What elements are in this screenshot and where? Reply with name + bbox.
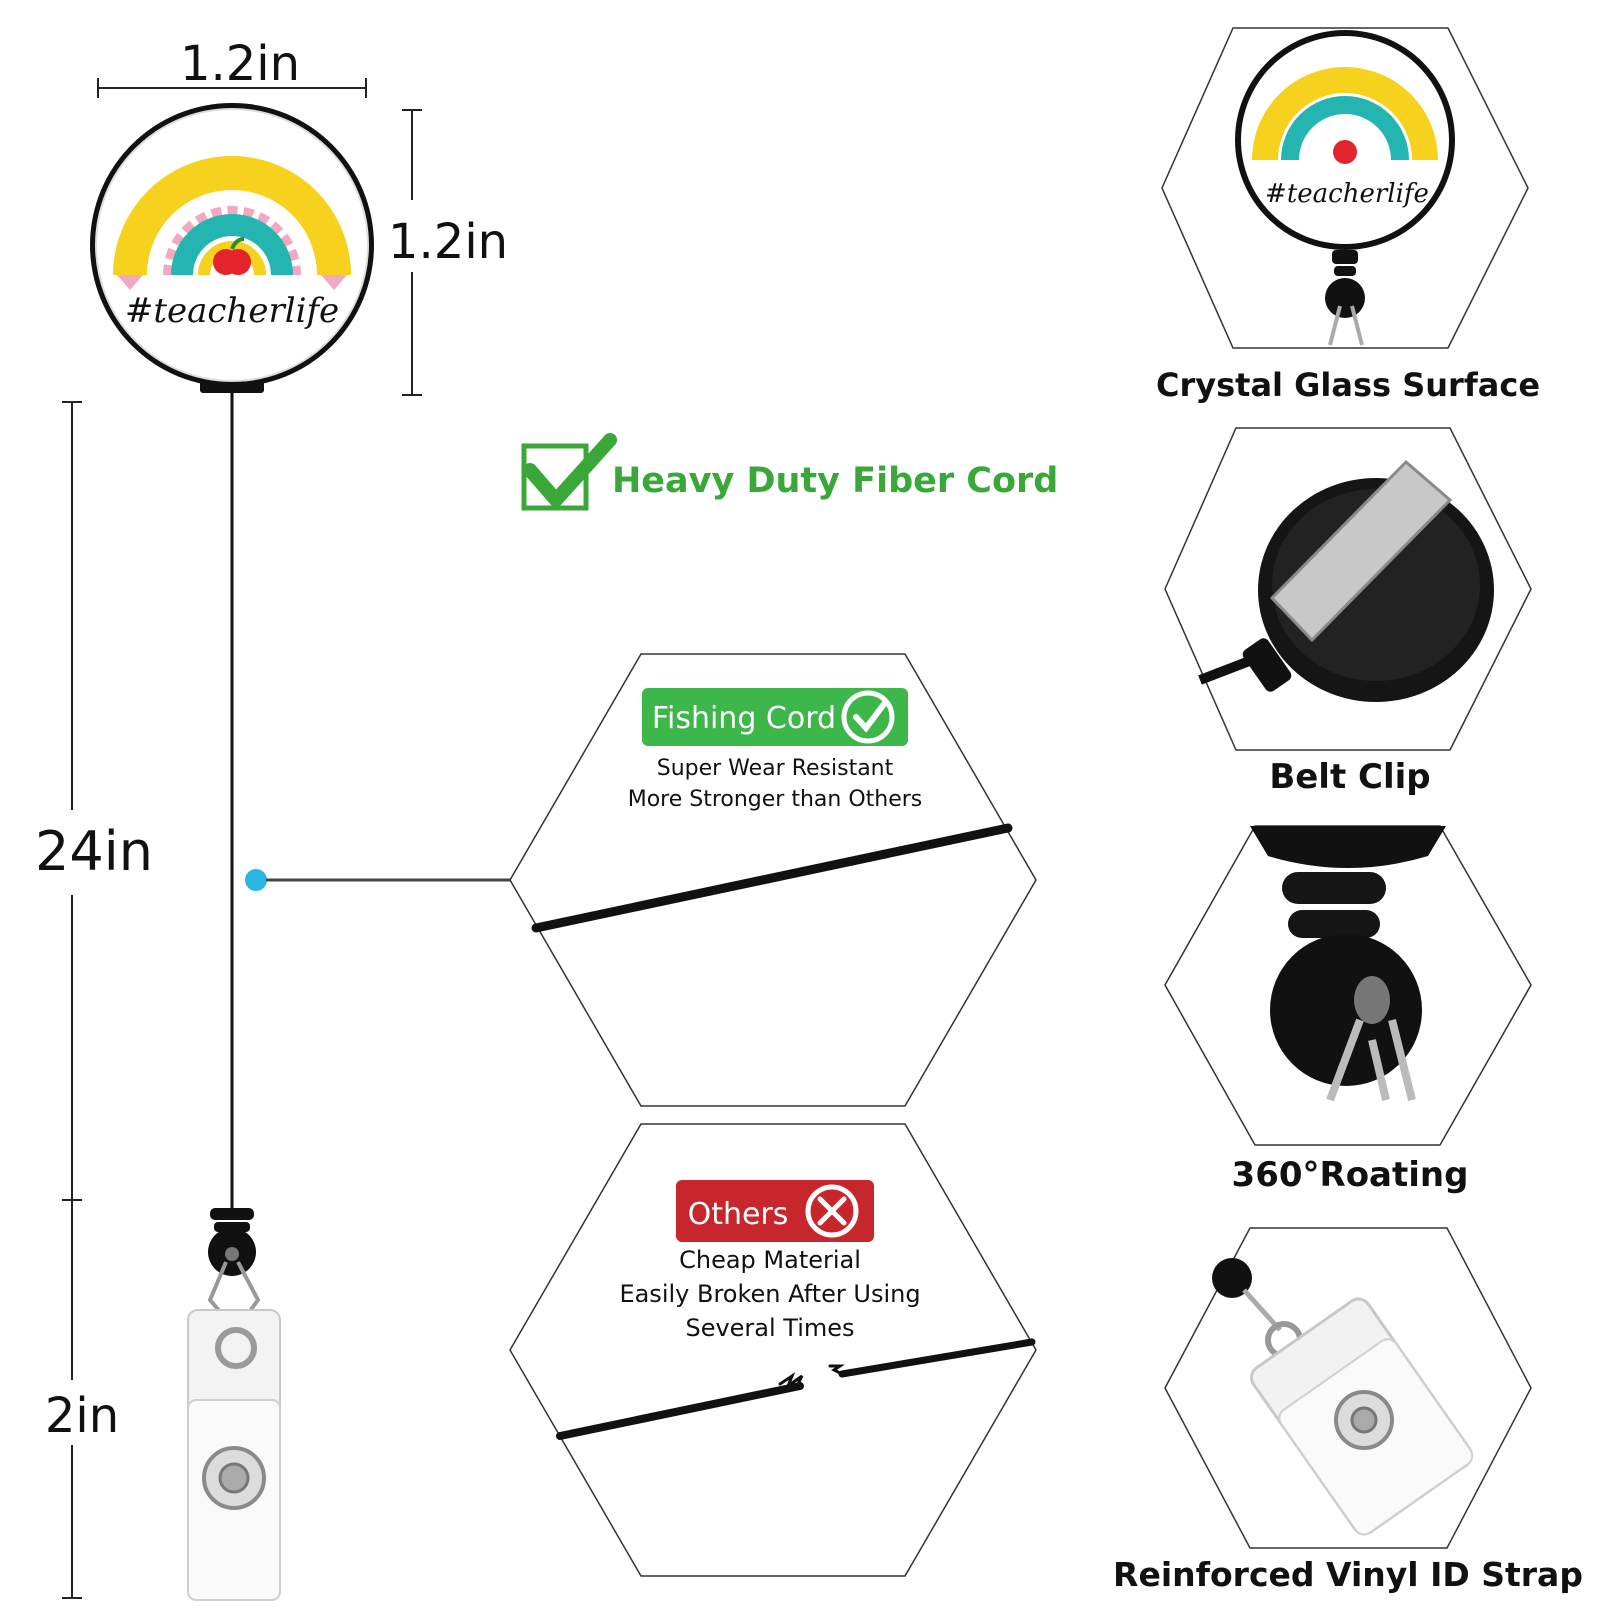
feature-badge-text: #teacherlife xyxy=(1265,179,1429,209)
swivel-connector xyxy=(207,1208,261,1332)
cord-dimension-line xyxy=(62,401,82,1201)
width-dimension-line xyxy=(97,78,367,98)
intact-cord-image xyxy=(531,823,1013,933)
broken-cord-image xyxy=(556,1338,1036,1440)
checkbox-icon xyxy=(521,433,617,511)
height-label: 1.2in xyxy=(388,214,508,270)
others-tag: Others xyxy=(676,1180,874,1242)
swivel-icon xyxy=(1250,826,1446,1102)
feature-caption-swivel: 360°Roating xyxy=(1232,1155,1469,1195)
feature-belt-clip: Belt Clip xyxy=(1164,427,1532,797)
feature-crystal-glass: #teacherlife Crystal Glass Surface xyxy=(1156,27,1540,404)
vinyl-strap xyxy=(187,1309,281,1601)
vinyl-strap-icon xyxy=(1212,1258,1474,1536)
feature-caption-belt-clip: Belt Clip xyxy=(1269,757,1430,797)
apple-icon xyxy=(213,237,251,275)
others-panel: Others Cheap Material Easily Broken Afte… xyxy=(509,1123,1037,1577)
callout-connector xyxy=(245,869,512,891)
others-tag-label: Others xyxy=(688,1197,789,1232)
feature-caption-crystal: Crystal Glass Surface xyxy=(1156,366,1540,404)
badge-reel: #teacherlife xyxy=(90,103,374,393)
fishing-cord-tag: Fishing Cord xyxy=(642,688,908,746)
height-dimension-line xyxy=(402,109,422,396)
heavy-duty-callout: Heavy Duty Fiber Cord xyxy=(521,433,1058,511)
heavy-duty-label: Heavy Duty Fiber Cord xyxy=(612,461,1058,501)
feature-vinyl-strap: Reinforced Vinyl ID Strap xyxy=(1113,1227,1583,1594)
others-line3: Several Times xyxy=(685,1314,854,1342)
strap-dimension-line xyxy=(62,1200,82,1599)
dimension-diagram: 1.2in 1.2in xyxy=(35,36,508,1601)
belt-clip-icon xyxy=(1198,459,1494,702)
fishing-cord-line2: More Stronger than Others xyxy=(628,787,923,812)
x-circle-icon xyxy=(805,1184,859,1238)
badge-text: #teacherlife xyxy=(125,291,339,331)
width-label: 1.2in xyxy=(180,36,300,92)
feature-swivel: 360°Roating xyxy=(1164,825,1532,1195)
fishing-cord-panel: Fishing Cord Super Wear Resistant More S… xyxy=(509,653,1037,1107)
cord-length-label: 24in xyxy=(35,820,153,883)
others-line2: Easily Broken After Using xyxy=(619,1280,920,1308)
feature-caption-vinyl-strap: Reinforced Vinyl ID Strap xyxy=(1113,1555,1583,1594)
check-circle-icon xyxy=(841,690,895,744)
badge-reel-icon xyxy=(1235,30,1455,346)
others-line1: Cheap Material xyxy=(679,1246,861,1274)
strap-length-label: 2in xyxy=(45,1388,119,1444)
fishing-cord-tag-label: Fishing Cord xyxy=(652,701,836,736)
fishing-cord-line1: Super Wear Resistant xyxy=(657,756,894,781)
